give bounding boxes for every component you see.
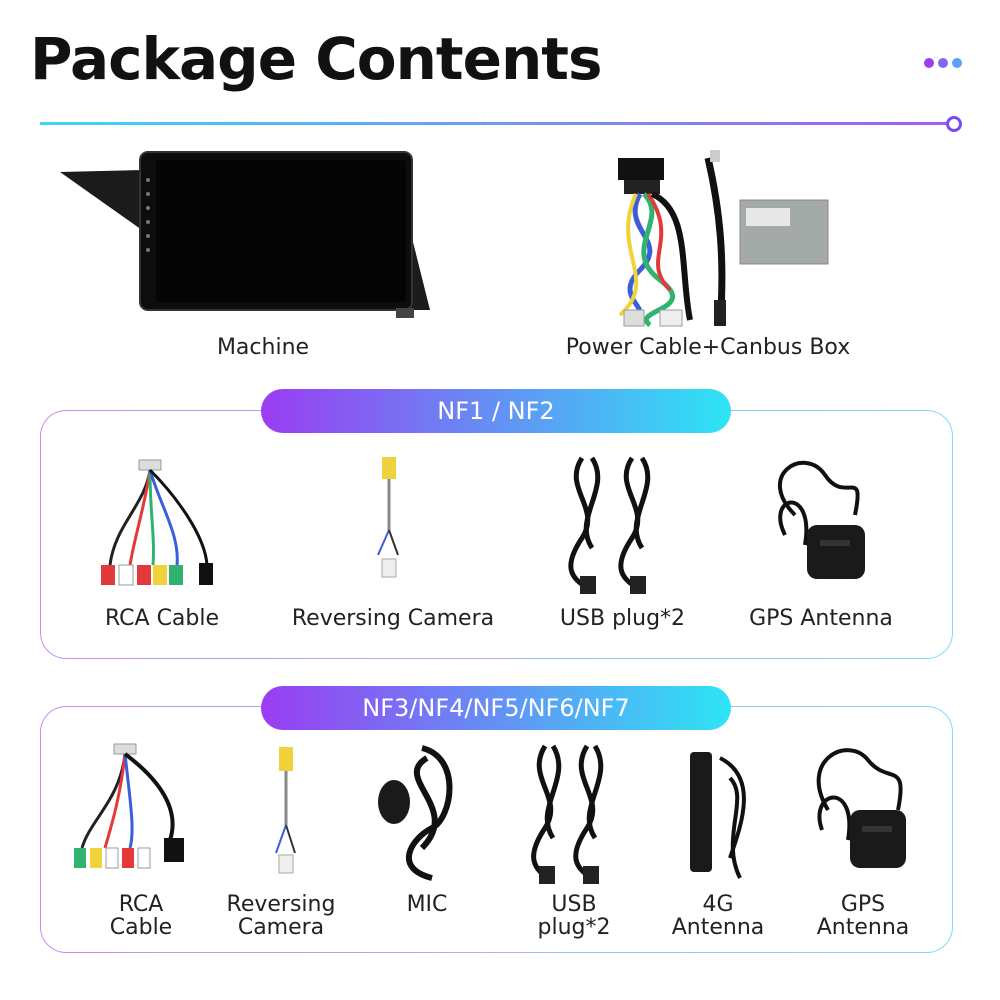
group-badge-nf3-nf7: NF3/NF4/NF5/NF6/NF7: [261, 686, 731, 730]
group-panel-nf1-nf2: [40, 410, 953, 659]
item-label-machine: Machine: [216, 335, 310, 360]
item-label-4g-antenna: 4G Antenna: [671, 892, 765, 941]
group-panel-nf3-nf7: [40, 706, 953, 953]
gps-antenna-icon: [778, 460, 865, 579]
item-label-power-cable: Power Cable+Canbus Box: [565, 335, 851, 360]
item-label-mic: MIC: [406, 892, 448, 917]
mic-icon: [378, 745, 453, 881]
4g-antenna-icon: [690, 752, 746, 879]
usb-plug-icon: [568, 456, 651, 594]
rca-cable-icon: [101, 459, 213, 586]
head-unit-icon: [60, 151, 430, 318]
more-dots-icon: [924, 58, 962, 68]
rca-cable-icon: [74, 743, 184, 869]
group-badge-nf1-nf2: NF1 / NF2: [261, 389, 731, 433]
item-label-reversing-camera: Reversing Camera: [291, 606, 495, 631]
item-label-usb-plug: USB plug*2: [537, 892, 611, 941]
power-cable-canbus-icon: [618, 150, 829, 327]
header-divider: [40, 122, 948, 125]
reversing-camera-icon: [377, 457, 399, 578]
page-title: Package Contents: [30, 25, 603, 93]
divider-end-circle: [946, 116, 962, 132]
item-label-usb-plug: USB plug*2: [559, 606, 686, 631]
item-label-rca-cable: RCA Cable: [109, 892, 173, 941]
item-label-gps-antenna: GPS Antenna: [749, 606, 893, 631]
item-label-reversing-camera: Reversing Camera: [226, 892, 336, 941]
item-label-rca-cable: RCA Cable: [104, 606, 220, 631]
item-label-gps-antenna: GPS Antenna: [816, 892, 910, 941]
usb-plug-icon: [531, 744, 604, 884]
reversing-camera-icon: [275, 747, 296, 874]
gps-antenna-icon: [816, 748, 906, 868]
